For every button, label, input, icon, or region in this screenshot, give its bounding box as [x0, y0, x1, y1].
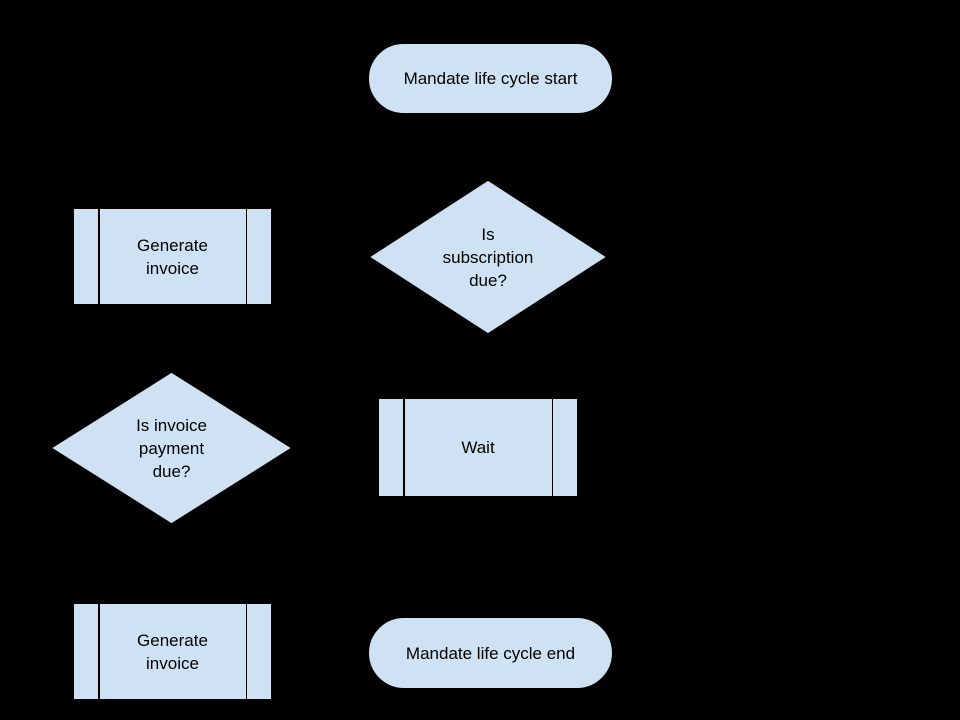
node-label: Generate invoice	[137, 630, 208, 673]
diamond-shape-icon	[50, 371, 293, 525]
node-label: Is invoice payment due?	[136, 415, 207, 481]
generate-invoice-process-1: Generate invoice	[73, 208, 272, 305]
diamond-shape-icon	[368, 179, 608, 335]
node-label: Mandate life cycle start	[403, 69, 578, 88]
node-label: Generate invoice	[137, 235, 208, 278]
wait-process: Wait	[378, 398, 578, 497]
invoice-payment-due-decision: Is invoice payment due?	[50, 371, 293, 525]
end-terminator: Mandate life cycle end	[368, 617, 613, 689]
start-terminator: Mandate life cycle start	[368, 43, 613, 114]
node-label: Wait	[461, 438, 495, 457]
node-label: Mandate life cycle end	[405, 643, 576, 663]
generate-invoice-process-2: Generate invoice	[73, 603, 272, 700]
node-label: Is subscription due?	[442, 224, 534, 290]
subscription-due-decision: Is subscription due?	[368, 179, 608, 335]
